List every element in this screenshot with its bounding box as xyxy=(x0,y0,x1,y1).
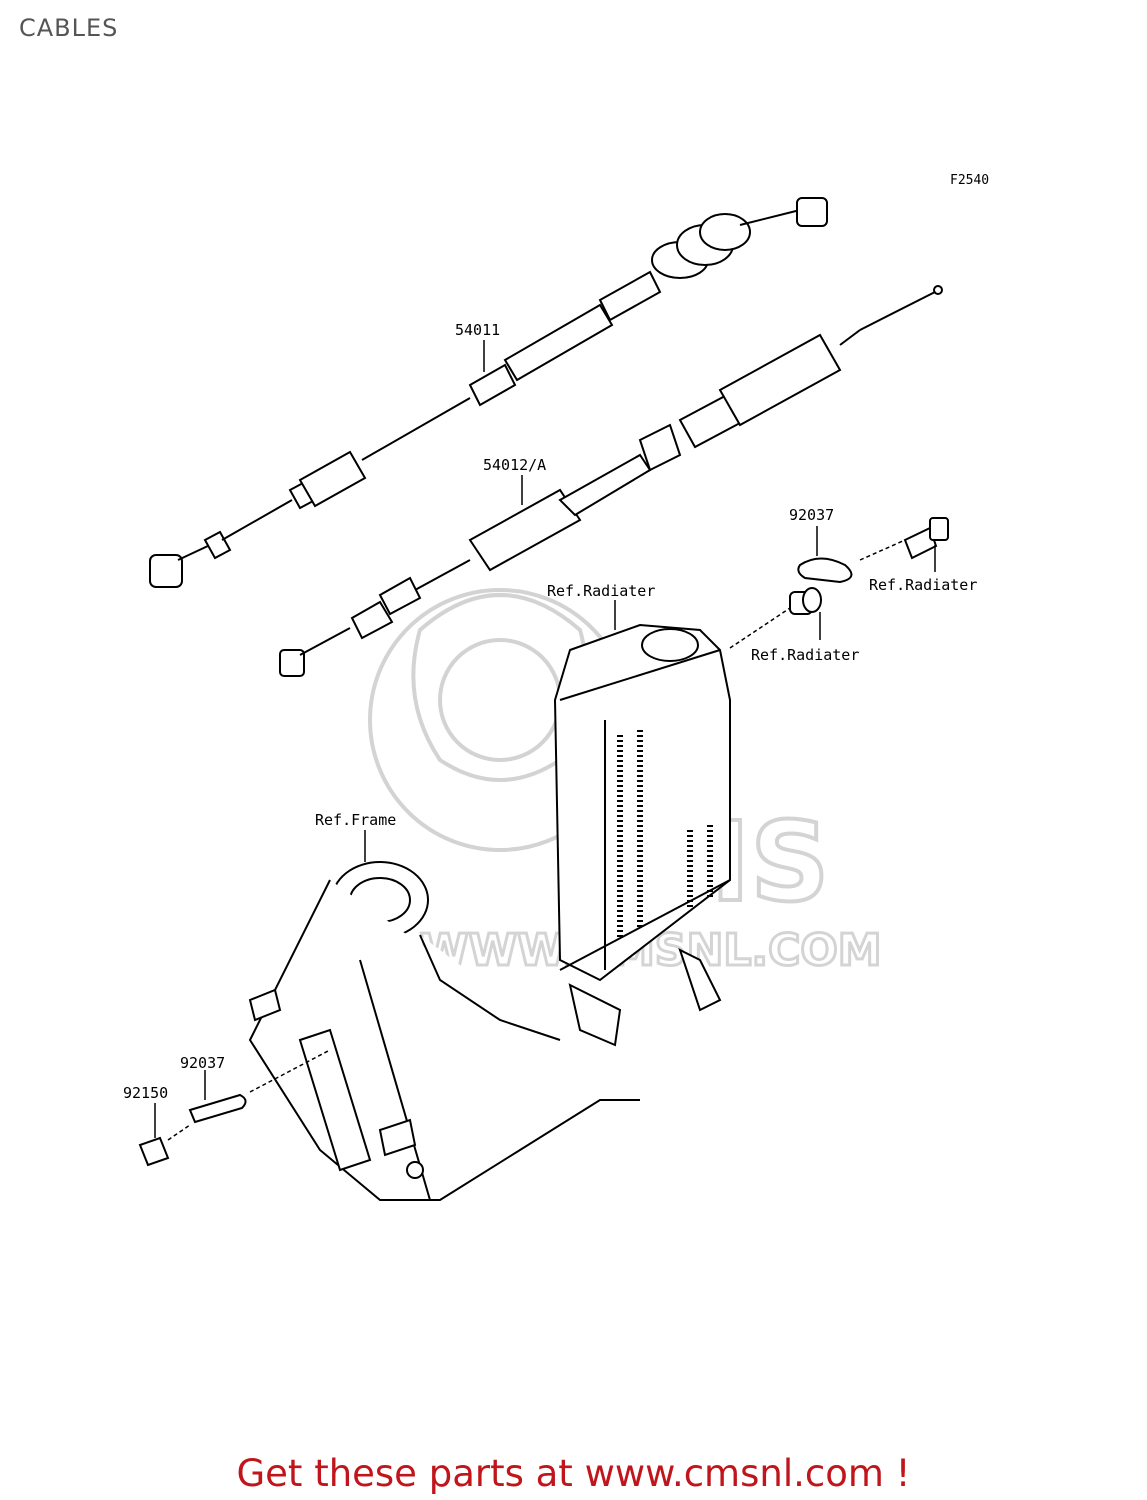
figure-code: F2540 xyxy=(950,173,989,188)
label-ref-frame: Ref.Frame xyxy=(315,811,396,829)
page-title: CABLES xyxy=(19,14,119,42)
cable-54012 xyxy=(279,285,943,677)
label-54011: 54011 xyxy=(455,321,500,339)
leader-lines xyxy=(154,340,936,1141)
label-ref-radiator-mid: Ref.Radiater xyxy=(751,646,859,664)
frame xyxy=(248,861,640,1201)
clamp-92037-top xyxy=(797,557,853,584)
bolt-ref-radiator xyxy=(903,517,949,560)
label-92037-bottom: 92037 xyxy=(180,1054,225,1072)
label-ref-radiator-top: Ref.Radiater xyxy=(547,582,655,600)
label-92150: 92150 xyxy=(123,1084,168,1102)
label-ref-radiator-right: Ref.Radiater xyxy=(869,576,977,594)
radiator xyxy=(553,623,731,1047)
footer-link[interactable]: Get these parts at www.cmsnl.com ! xyxy=(236,1452,911,1495)
label-92037-top: 92037 xyxy=(789,506,834,524)
clamp-92037-bottom xyxy=(188,1093,247,1124)
grommet-ref-radiator xyxy=(789,587,822,615)
bolt-92150 xyxy=(138,1136,170,1167)
label-54012-a: 54012/A xyxy=(483,456,546,474)
cable-54011 xyxy=(149,197,828,588)
